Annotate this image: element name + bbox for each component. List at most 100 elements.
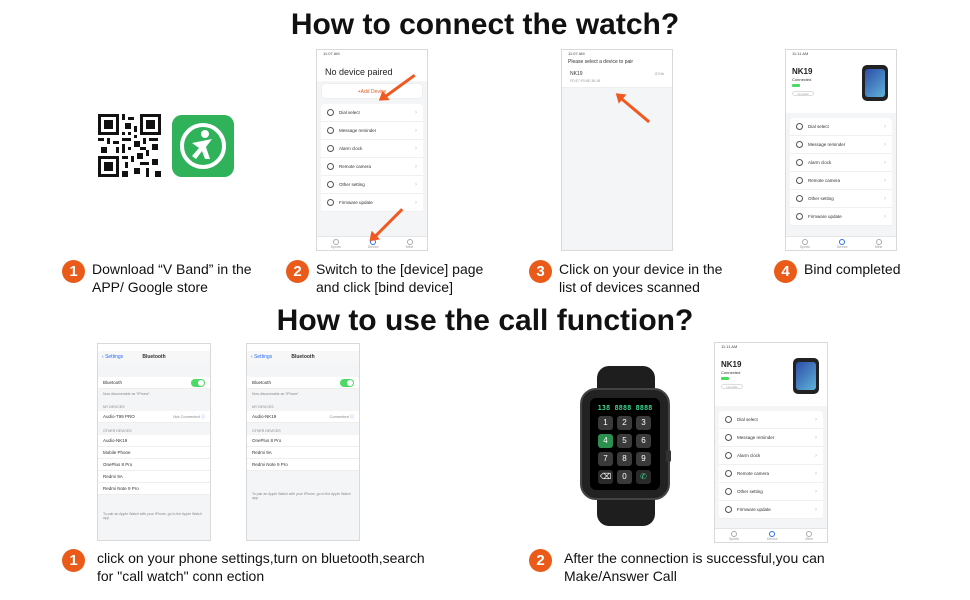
- dial-icon: [725, 416, 732, 423]
- menu-item-message-reminder[interactable]: Message reminder›: [321, 122, 423, 140]
- add-device-button[interactable]: +Add Device: [321, 83, 423, 99]
- chevron-right-icon: ›: [815, 470, 817, 477]
- upgrade-button[interactable]: Upgrade: [721, 384, 743, 389]
- device-name: NK19: [721, 360, 742, 369]
- other-device-row[interactable]: Mobile Phone: [98, 447, 210, 459]
- connection-status: Connected: [721, 370, 741, 375]
- device-row-nk19[interactable]: NK19-57db FD:E7:F0:6E:36:1B: [562, 67, 672, 88]
- call-icon[interactable]: ✆: [636, 470, 651, 484]
- step-number: 2: [529, 549, 552, 572]
- menu-item-remote-camera[interactable]: Remote camera›: [790, 172, 892, 190]
- other-device-row[interactable]: Audio-NK19: [98, 435, 210, 447]
- bluetooth-toggle[interactable]: [191, 378, 205, 387]
- connect-title: How to connect the watch?: [290, 8, 680, 41]
- key-1[interactable]: 1: [598, 416, 613, 430]
- dial-icon: [796, 123, 803, 130]
- key-3[interactable]: 3: [636, 416, 651, 430]
- device-menu: Dial select› Message reminder› Alarm clo…: [790, 118, 892, 226]
- other-device-row[interactable]: Redmi 9A: [247, 447, 359, 459]
- chevron-right-icon: ›: [884, 177, 886, 184]
- menu-item-dial-select[interactable]: Dial select›: [790, 118, 892, 136]
- menu-item-alarm-clock[interactable]: Alarm clock›: [719, 447, 823, 465]
- tab-device[interactable]: Device: [837, 238, 848, 249]
- app-screen-connected-call: 11:11 AM NK19 Connected Upgrade Dial sel…: [714, 342, 828, 543]
- backspace-icon[interactable]: ⌫: [598, 470, 613, 484]
- tab-mine[interactable]: Mine: [805, 530, 813, 541]
- status-time: 11:07 AM: [568, 51, 585, 56]
- other-device-row[interactable]: Redmi Note 9 Pro: [247, 459, 359, 471]
- settings-back-button[interactable]: ‹ Settings: [251, 354, 273, 360]
- device-menu: Dial select› Message reminder› Alarm clo…: [719, 411, 823, 519]
- menu-item-alarm-clock[interactable]: Alarm clock›: [790, 154, 892, 172]
- alarm-icon: [725, 452, 732, 459]
- key-5[interactable]: 5: [617, 434, 632, 448]
- device-icon: [769, 530, 776, 537]
- other-device-row[interactable]: OnePlus 8 Pro: [98, 459, 210, 471]
- tab-mine[interactable]: Mine: [406, 238, 413, 249]
- menu-item-message-reminder[interactable]: Message reminder›: [790, 136, 892, 154]
- device-mac: FD:E7:F0:6E:36:1B: [570, 79, 601, 83]
- sports-icon: [801, 238, 808, 245]
- key-6[interactable]: 6: [636, 434, 651, 448]
- device-name: NK19: [792, 67, 813, 76]
- device-signal: -57db: [653, 71, 664, 76]
- menu-item-other-setting[interactable]: Other setting›: [719, 483, 823, 501]
- menu-item-firmware-update[interactable]: Firmware update›: [719, 501, 823, 519]
- tab-sports[interactable]: Sports: [729, 530, 739, 541]
- tab-mine[interactable]: Mine: [875, 238, 882, 249]
- info-icon[interactable]: ⓘ: [350, 413, 354, 419]
- bluetooth-toggle[interactable]: [340, 378, 354, 387]
- call-step-2: 2 After the connection is successful,you…: [529, 549, 825, 585]
- dial-icon: [327, 109, 334, 116]
- call-step-1: 1 click on your phone settings,turn on b…: [62, 549, 425, 585]
- message-icon: [725, 434, 732, 441]
- sports-icon: [730, 530, 737, 537]
- firmware-icon: [327, 199, 334, 206]
- battery-indicator: [792, 84, 800, 87]
- upgrade-button[interactable]: Upgrade: [792, 91, 814, 96]
- menu-item-other-setting[interactable]: Other setting›: [321, 176, 423, 194]
- menu-item-firmware-update[interactable]: Firmware update›: [321, 194, 423, 212]
- tab-sports[interactable]: Sports: [800, 238, 810, 249]
- menu-item-dial-select[interactable]: Dial select›: [321, 104, 423, 122]
- menu-item-firmware-update[interactable]: Firmware update›: [790, 208, 892, 226]
- menu-item-remote-camera[interactable]: Remote camera›: [321, 158, 423, 176]
- pair-heading: Please select a device to pair: [562, 57, 672, 67]
- key-7[interactable]: 7: [598, 452, 613, 466]
- tab-sports[interactable]: Sports: [331, 238, 341, 249]
- bluetooth-title: Bluetooth: [142, 354, 166, 360]
- camera-icon: [725, 470, 732, 477]
- info-icon[interactable]: ⓘ: [201, 413, 205, 419]
- chevron-right-icon: ›: [884, 141, 886, 148]
- chevron-right-icon: ›: [815, 416, 817, 423]
- chevron-right-icon: ›: [884, 213, 886, 220]
- key-8[interactable]: 8: [617, 452, 632, 466]
- key-4[interactable]: 4: [598, 434, 613, 448]
- chevron-right-icon: ›: [815, 452, 817, 459]
- bluetooth-toggle-row: Bluetooth: [98, 377, 210, 389]
- menu-item-message-reminder[interactable]: Message reminder›: [719, 429, 823, 447]
- key-0[interactable]: 0: [617, 470, 632, 484]
- menu-item-other-setting[interactable]: Other setting›: [790, 190, 892, 208]
- key-9[interactable]: 9: [636, 452, 651, 466]
- other-device-row[interactable]: OnePlus 8 Pro: [247, 435, 359, 447]
- alarm-icon: [327, 145, 334, 152]
- chevron-right-icon: ›: [815, 506, 817, 513]
- menu-item-dial-select[interactable]: Dial select›: [719, 411, 823, 429]
- tab-device[interactable]: Device: [767, 530, 778, 541]
- device-menu: Dial select› Message reminder› Alarm clo…: [321, 104, 423, 212]
- menu-item-alarm-clock[interactable]: Alarm clock›: [321, 140, 423, 158]
- v-band-app-icon: [172, 115, 234, 177]
- key-2[interactable]: 2: [617, 416, 632, 430]
- menu-item-remote-camera[interactable]: Remote camera›: [719, 465, 823, 483]
- step-number: 4: [774, 260, 797, 283]
- battery-indicator: [721, 377, 729, 380]
- tab-bar: Sports Device Mine: [715, 528, 827, 542]
- settings-back-button[interactable]: ‹ Settings: [102, 354, 124, 360]
- other-device-row[interactable]: Redmi 9A: [98, 471, 210, 483]
- person-icon: [806, 530, 813, 537]
- other-device-row[interactable]: Redmi Note 9 Pro: [98, 483, 210, 495]
- firmware-icon: [796, 213, 803, 220]
